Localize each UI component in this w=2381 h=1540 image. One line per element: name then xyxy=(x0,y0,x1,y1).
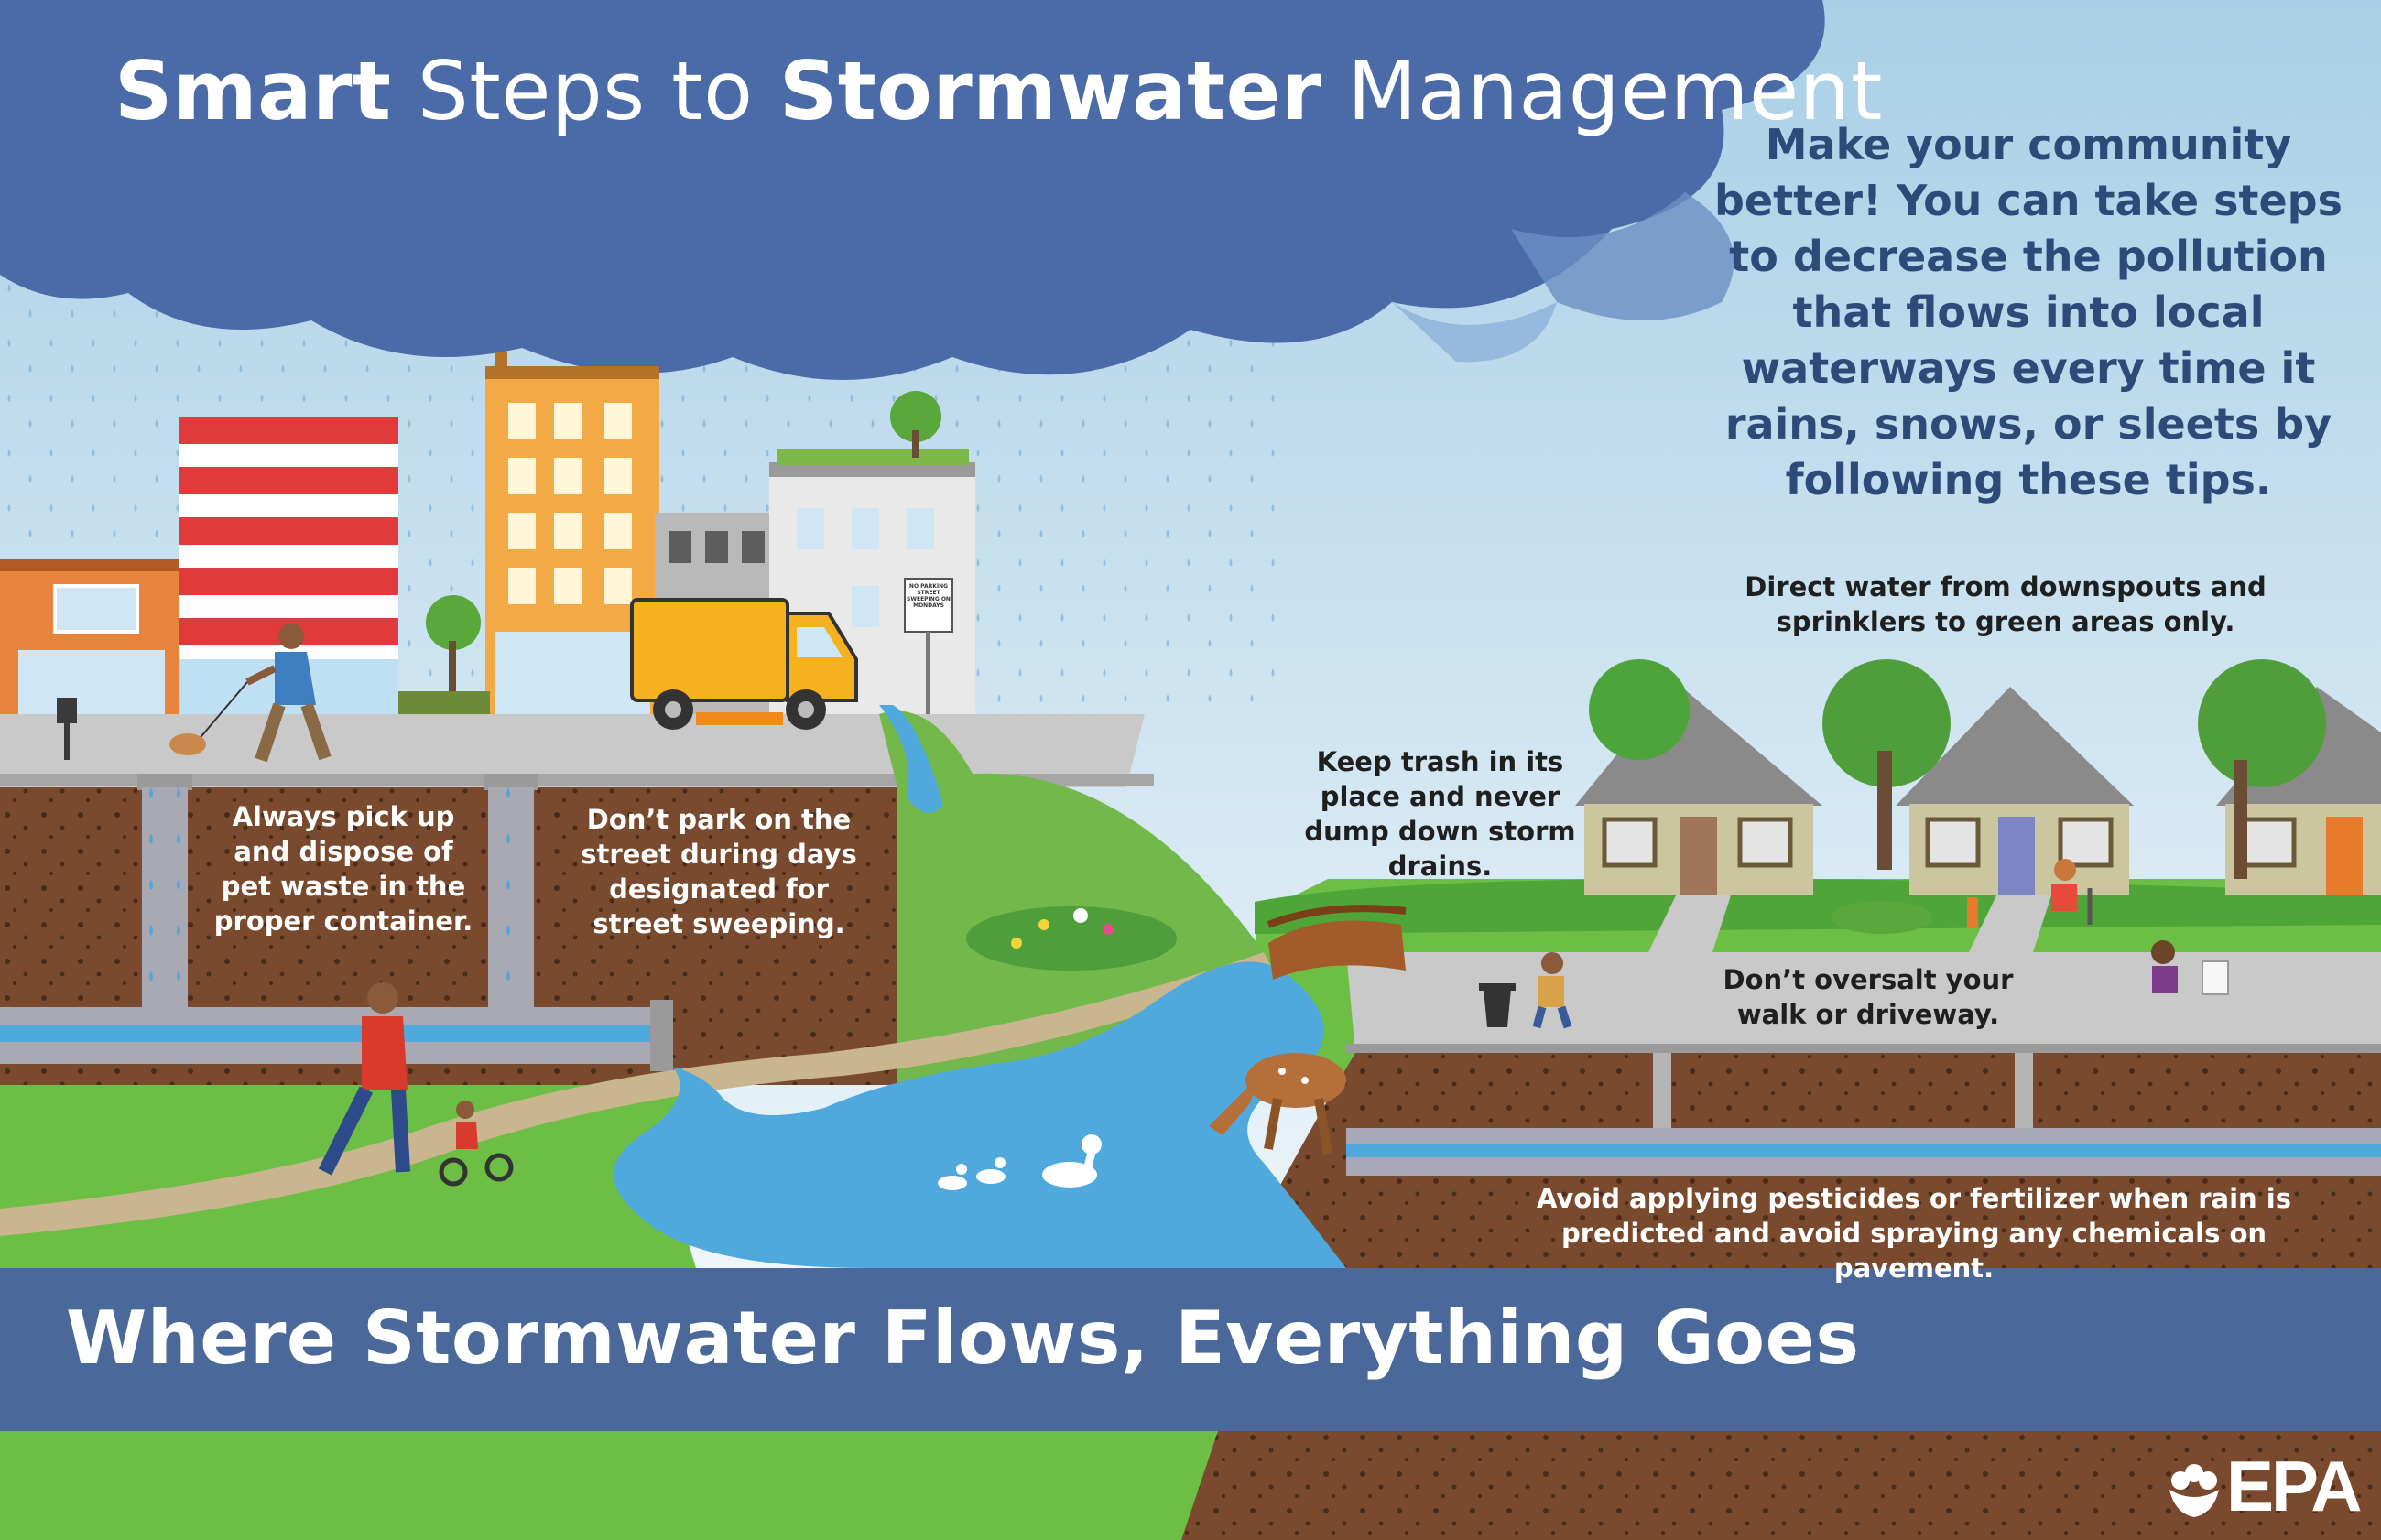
drain-pipe-2 xyxy=(484,774,538,1016)
epa-flower-icon xyxy=(2169,1464,2219,1517)
title-words-steps-to: Steps to xyxy=(417,44,754,138)
tagline-banner xyxy=(0,1268,2381,1431)
child-with-sprinkler xyxy=(2051,859,2093,925)
tagline: Where Stormwater Flows, Everything Goes xyxy=(66,1296,1860,1381)
page-title: Smart Steps to Stormwater Management xyxy=(114,44,1883,138)
trees-right xyxy=(1589,659,2326,879)
intro-text: Make your community better! You can take… xyxy=(1714,120,2343,504)
tip-street-parking: Don’t park on the street during days des… xyxy=(581,804,857,939)
building-tall-yellow xyxy=(485,352,659,714)
person-walking-dog xyxy=(169,624,332,763)
no-parking-sign-text: NO PARKING STREET SWEEPING ON MONDAYS xyxy=(907,583,951,609)
pet-waste-bin xyxy=(57,698,77,723)
flower-bed xyxy=(966,906,1177,971)
no-parking-sign xyxy=(904,578,953,633)
street-sweeper-truck xyxy=(630,598,858,730)
title-word-management: Management xyxy=(1347,44,1883,138)
storm-cloud xyxy=(0,0,1825,380)
title-word-smart: Smart xyxy=(114,44,392,138)
trash-can xyxy=(1479,983,1516,1027)
tip-downspouts: Direct water from downspouts and sprinkl… xyxy=(1745,571,2267,637)
person-with-child-bike xyxy=(318,982,514,1187)
tip-pet-waste: Always pick up and dispose of pet waste … xyxy=(213,801,473,937)
house-2 xyxy=(1896,687,2134,895)
building-left-orange xyxy=(0,559,183,714)
epa-logo: EPA xyxy=(2166,1446,2363,1526)
walking-path xyxy=(0,952,1273,1236)
house-1 xyxy=(1575,682,1822,895)
footbridge xyxy=(1267,905,1407,980)
drain-pipe-1 xyxy=(137,774,192,1016)
shrub xyxy=(1832,901,1932,934)
tip-salt: Don’t oversalt your walk or driveway. xyxy=(1723,964,2014,1030)
spray-bottle xyxy=(1967,897,1978,928)
epa-logo-text: EPA xyxy=(2226,1445,2363,1526)
tip-pesticides: Avoid applying pesticides or fertilizer … xyxy=(1537,1183,2291,1284)
left-street xyxy=(0,714,1145,787)
stream xyxy=(614,961,1346,1268)
ducks xyxy=(938,1134,1102,1190)
deer xyxy=(1209,1053,1346,1155)
right-sidewalk xyxy=(1346,952,2381,1053)
child-with-salt xyxy=(2151,940,2229,995)
title-word-stormwater: Stormwater xyxy=(778,44,1321,138)
child-with-trash xyxy=(1532,952,1572,1029)
tip-trash: Keep trash in its place and never dump d… xyxy=(1304,746,1576,882)
